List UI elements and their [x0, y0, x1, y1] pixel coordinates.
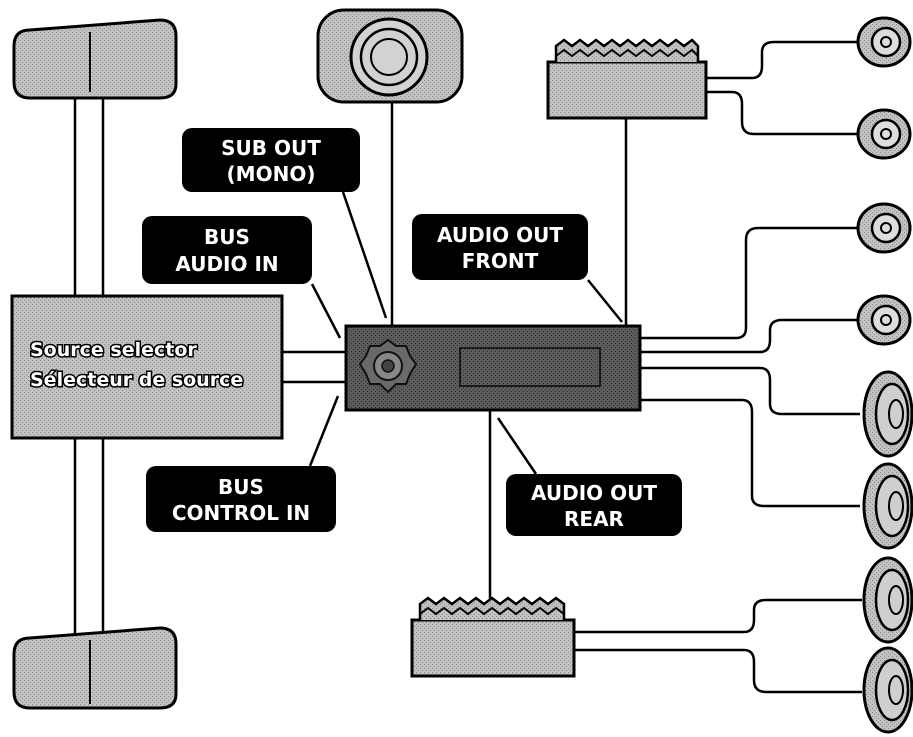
- label-sub-out-line1: SUB OUT: [221, 136, 321, 160]
- label-audio-out-front-line1: AUDIO OUT: [437, 223, 563, 247]
- label-pointers: [308, 191, 623, 475]
- source-selector-box: Source selector Sélecteur de source: [10, 294, 284, 440]
- source-selector-label: Source selector: [30, 339, 197, 361]
- speaker-front-left-icon: [856, 202, 912, 254]
- speaker-rear-lower-2-icon: [862, 646, 913, 734]
- rear-amplifier-icon: [410, 596, 576, 678]
- speaker-rear-upper-2-icon: [862, 462, 913, 550]
- label-audio-out-front: AUDIO OUT FRONT: [412, 214, 588, 280]
- label-sub-out-line2: (MONO): [227, 162, 316, 186]
- head-unit-knob-icon: [358, 338, 418, 394]
- subwoofer-icon: [316, 8, 464, 104]
- speaker-rear-lower-1-icon: [862, 556, 913, 644]
- label-bus-control-in-line2: CONTROL IN: [172, 501, 310, 525]
- label-audio-out-rear-line1: AUDIO OUT: [531, 481, 657, 505]
- label-bus-control-in-line1: BUS: [218, 475, 264, 499]
- label-bus-audio-in-line2: AUDIO IN: [175, 252, 278, 276]
- speaker-front-upper-1-icon: [856, 16, 912, 68]
- label-audio-out-rear: AUDIO OUT REAR: [506, 474, 682, 536]
- front-amplifier-icon: [546, 38, 708, 120]
- label-sub-out: SUB OUT (MONO): [182, 128, 360, 192]
- label-bus-control-in: BUS CONTROL IN: [146, 466, 336, 532]
- speaker-rear-upper-1-icon: [862, 370, 913, 458]
- bottom-source-unit: [12, 626, 178, 710]
- source-selector-label-fr: Sélecteur de source: [30, 369, 243, 391]
- label-bus-audio-in-line1: BUS: [204, 225, 250, 249]
- label-audio-out-rear-line2: REAR: [564, 507, 624, 531]
- label-audio-out-front-line2: FRONT: [462, 249, 539, 273]
- top-source-unit: [12, 18, 178, 100]
- label-bus-audio-in: BUS AUDIO IN: [142, 216, 312, 284]
- speaker-front-upper-2-icon: [856, 108, 912, 160]
- head-unit-icon: [344, 324, 642, 412]
- speaker-front-right-icon: [856, 294, 912, 346]
- wires: [73, 40, 862, 694]
